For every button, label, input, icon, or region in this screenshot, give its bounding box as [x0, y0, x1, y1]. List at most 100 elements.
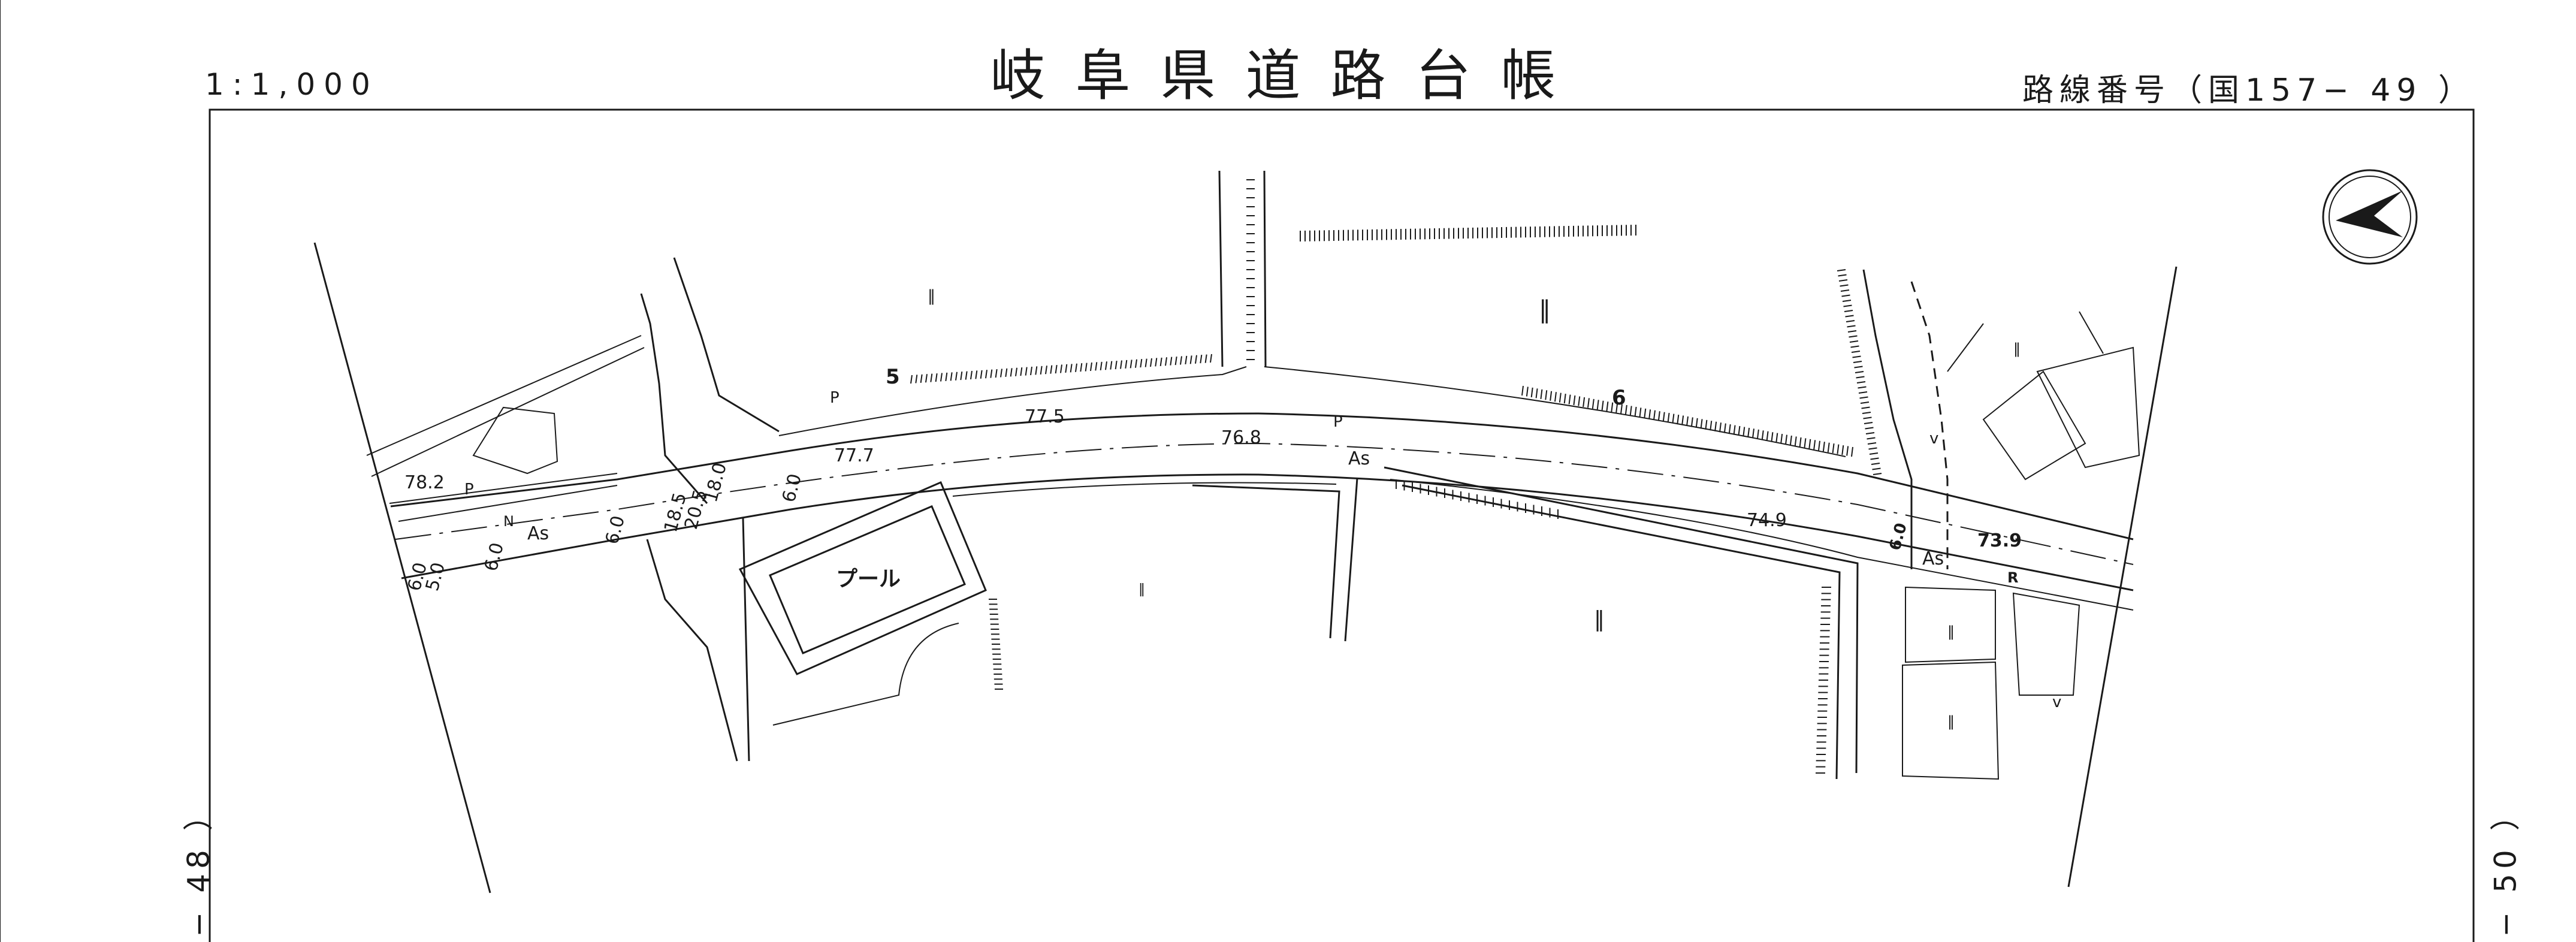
left-match-line: [313, 242, 491, 893]
wall-hatch-road-north-east: [1818, 440, 1820, 451]
wall-hatch-road-north-east: [1846, 446, 1849, 456]
wall-hatch-road-north: [1030, 366, 1032, 376]
wall-hatch-road-north-east: [1690, 417, 1693, 427]
wall-hatch-road-north-east: [1723, 423, 1726, 433]
wall-hatch-road-north: [930, 373, 933, 382]
wall-hatch-road-north-east: [1591, 398, 1594, 409]
wall-hatch-road-north-east: [1587, 398, 1590, 408]
pole-label-1: P: [464, 481, 474, 499]
field-mark-4: ‖: [1594, 607, 1605, 632]
wall-hatch-east-road: [1843, 304, 1852, 307]
wall-hatch-road-north-east: [1578, 396, 1581, 406]
wall-hatch-road-north: [1180, 356, 1182, 365]
wall-hatch-east-road: [1837, 269, 1846, 271]
wall-hatch-east-road: [1851, 351, 1861, 353]
wall-hatch-road-north: [1065, 364, 1068, 373]
wall-hatch-road-north: [975, 370, 978, 379]
surface-as-east: As: [1922, 548, 1944, 569]
cross-road-north-1: [1218, 170, 1224, 367]
elevation-77-7: 77.7: [834, 445, 874, 466]
station-6: 6: [1612, 386, 1626, 410]
road-edge-north: [390, 412, 2134, 541]
scale-label: 1:1,000: [205, 67, 379, 102]
pool-inner: [769, 505, 966, 654]
wall-hatch-road-north-east: [1804, 438, 1807, 448]
wall-hatch-road-north-east: [1733, 425, 1736, 435]
wall-hatch-road-north: [1045, 366, 1047, 375]
wall-hatch-road-north: [945, 372, 948, 382]
field-mark-7: ‖: [1947, 713, 1955, 730]
wall-hatch-road-north: [1035, 366, 1038, 375]
wall-hatch-road-north-east: [1620, 404, 1623, 414]
wall-hatch-road-north: [1075, 363, 1077, 372]
wall-hatch-east-road: [1854, 366, 1863, 369]
wall-hatch-road-north: [1110, 361, 1113, 370]
pole-label-3: P: [1333, 413, 1343, 431]
wall-hatch-east-road: [1838, 274, 1847, 277]
east-parcels: [1947, 311, 2140, 481]
wall-hatch-east-road: [1863, 416, 1872, 419]
wall-hatch-road-north: [1070, 364, 1073, 373]
wall-hatch-road-north-east: [1615, 403, 1618, 413]
wall-hatch-road-north: [935, 373, 938, 382]
surface-as-west: As: [527, 523, 549, 544]
wall-hatch-road-north: [1115, 360, 1118, 370]
cross-road-west-2: [673, 257, 780, 433]
wall-hatch-east-road: [1849, 340, 1859, 343]
wall-hatch-road-north: [970, 370, 973, 380]
wall-hatch-east-road: [1864, 422, 1873, 424]
station-5: 5: [886, 365, 900, 389]
width-label-3: 6.0: [778, 472, 806, 505]
width-label-2: 6.0: [602, 514, 629, 547]
wall-hatch-road-north: [1005, 368, 1008, 378]
wall-hatch-road-north: [1170, 357, 1173, 366]
wall-hatch-road-north-east: [1596, 400, 1599, 410]
wall-hatch-road-north-east: [1573, 395, 1576, 406]
wall-hatch-east-road: [1847, 330, 1857, 333]
wall-hatch-road-north-east: [1606, 401, 1609, 412]
wall-hatch-road-north-east: [1563, 393, 1566, 404]
wall-hatch-road-north: [1200, 355, 1203, 364]
wall-hatch-road-north-east: [1695, 418, 1698, 428]
wall-hatch-road-north: [1125, 360, 1128, 369]
elevation-76-8: 76.8: [1221, 427, 1261, 448]
wall-hatch-road-north-east: [1837, 444, 1840, 454]
wall-hatch-road-north-east: [1535, 388, 1538, 398]
wall-hatch-road-north-east: [1743, 427, 1745, 437]
wall-hatch-road-north: [1135, 359, 1137, 368]
wall-hatch-road-north-east: [1611, 402, 1614, 412]
wall-hatch-road-north: [1195, 355, 1197, 364]
cross-road-north-2: [1263, 170, 1267, 367]
wall-hatch-road-north: [1000, 369, 1002, 378]
wall-hatch-road-north-east: [1794, 436, 1797, 446]
wall-hatch-east-road: [1846, 320, 1855, 322]
south-building-west: [1192, 478, 1358, 642]
wall-hatch-east-road: [1862, 412, 1871, 414]
field-mark-1: ‖: [928, 287, 935, 305]
wall-hatch-road-north-east: [1550, 391, 1553, 401]
wall-hatch-road-north-east: [1644, 408, 1647, 419]
wall-hatch-road-north-east: [1841, 445, 1844, 455]
wall-hatch-road-north: [1210, 354, 1212, 363]
wall-hatch-road-north: [1165, 357, 1167, 366]
east-cross-road-2: [1910, 281, 1949, 569]
wall-hatch-road-north-east: [1738, 425, 1741, 436]
wall-hatch-road-north: [1189, 355, 1192, 364]
wall-hatch-east-road: [1856, 376, 1865, 379]
right-match-line: [2067, 266, 2178, 887]
wall-hatch-road-north-east: [1752, 428, 1754, 439]
wall-hatch-road-north: [1144, 358, 1147, 367]
wall-hatch-road-north: [920, 374, 923, 383]
wall-hatch-road-north: [980, 370, 983, 379]
wall-hatch-road-north: [1140, 359, 1143, 368]
wall-hatch-road-north-east: [1530, 387, 1533, 398]
cross-road-west-1: [640, 293, 708, 504]
pole-label-2: P: [830, 389, 839, 407]
surface-as-center: As: [1348, 448, 1370, 469]
wall-hatch-east-road: [1858, 391, 1868, 394]
page-title: 岐阜県道路台帳: [990, 44, 1586, 108]
wall-hatch-road-north: [1150, 358, 1152, 367]
rock-mark: R: [2007, 569, 2018, 586]
wall-hatch-east-road: [1844, 310, 1853, 312]
wall-hatch-east-road: [1853, 361, 1862, 363]
